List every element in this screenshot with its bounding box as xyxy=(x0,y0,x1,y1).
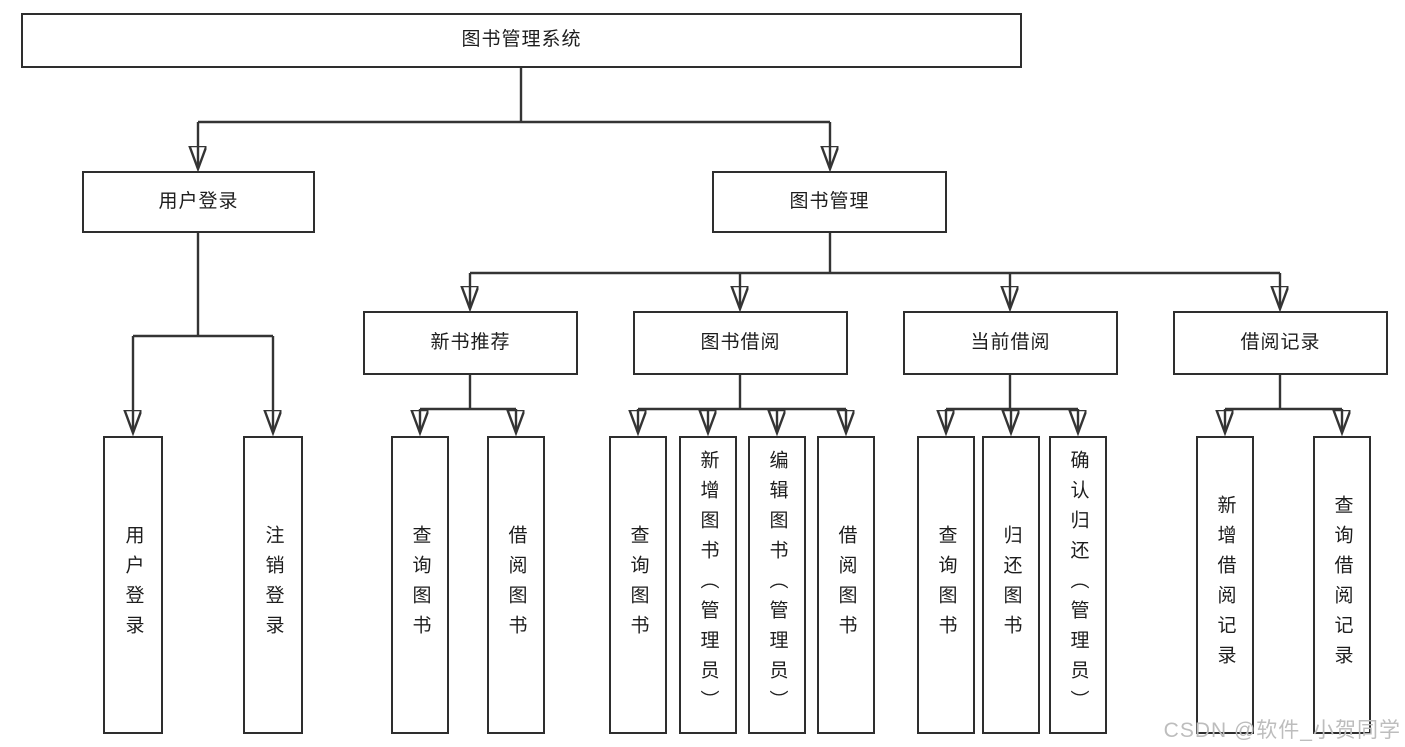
node-user-login: 用户登录 xyxy=(82,171,315,233)
leaf-logout-label: 注销登录 xyxy=(262,525,284,645)
leaf-br-query-record-label: 查询借阅记录 xyxy=(1331,495,1353,675)
leaf-cb-confirm-return-admin: 确认归还（管理员） xyxy=(1049,436,1107,734)
node-borrow-records-label: 借阅记录 xyxy=(1240,331,1321,353)
node-new-book-rec-label: 新书推荐 xyxy=(430,331,511,353)
leaf-bb-edit-books-admin: 编辑图书（管理员） xyxy=(748,436,806,734)
leaf-bb-add-books-admin-label: 新增图书（管理员） xyxy=(697,450,719,720)
leaf-cb-return-books-label: 归还图书 xyxy=(1000,525,1022,645)
leaf-nbr-borrow-books-label: 借阅图书 xyxy=(505,525,527,645)
connector-user-login-trunk xyxy=(133,233,273,338)
leaf-bb-edit-books-admin-label: 编辑图书（管理员） xyxy=(766,450,788,720)
leaf-user-login: 用户登录 xyxy=(103,436,163,734)
node-borrow-records: 借阅记录 xyxy=(1173,311,1388,375)
node-book-borrow: 图书借阅 xyxy=(633,311,848,375)
leaf-bb-add-books-admin: 新增图书（管理员） xyxy=(679,436,737,734)
connector-book-mgmt-trunk xyxy=(470,233,1280,275)
node-book-borrow-label: 图书借阅 xyxy=(700,331,781,353)
node-book-mgmt: 图书管理 xyxy=(712,171,947,233)
node-current-borrow-label: 当前借阅 xyxy=(970,331,1051,353)
leaf-user-login-label: 用户登录 xyxy=(122,525,144,645)
leaf-bb-query-books: 查询图书 xyxy=(609,436,667,734)
connector-new-book-rec-trunk xyxy=(420,375,516,411)
leaf-nbr-borrow-books: 借阅图书 xyxy=(487,436,545,734)
leaf-bb-borrow-books: 借阅图书 xyxy=(817,436,875,734)
leaf-nbr-query-books-label: 查询图书 xyxy=(409,525,431,645)
leaf-br-add-record-label: 新增借阅记录 xyxy=(1214,495,1236,675)
node-new-book-rec: 新书推荐 xyxy=(363,311,578,375)
leaf-nbr-query-books: 查询图书 xyxy=(391,436,449,734)
node-root: 图书管理系统 xyxy=(21,13,1022,68)
leaf-br-add-record: 新增借阅记录 xyxy=(1196,436,1254,734)
leaf-bb-query-books-label: 查询图书 xyxy=(627,525,649,645)
leaf-cb-query-books-label: 查询图书 xyxy=(935,525,957,645)
connector-book-borrow-trunk xyxy=(638,375,846,411)
leaf-cb-return-books: 归还图书 xyxy=(982,436,1040,734)
node-book-mgmt-label: 图书管理 xyxy=(789,190,870,212)
connector-borrow-records-trunk xyxy=(1225,375,1342,411)
leaf-bb-borrow-books-label: 借阅图书 xyxy=(835,525,857,645)
leaf-cb-query-books: 查询图书 xyxy=(917,436,975,734)
node-root-label: 图书管理系统 xyxy=(461,29,582,51)
leaf-cb-confirm-return-admin-label: 确认归还（管理员） xyxy=(1067,450,1089,720)
leaf-logout: 注销登录 xyxy=(243,436,303,734)
node-user-login-label: 用户登录 xyxy=(158,190,239,212)
csdn-watermark: CSDN @软件_小贺同学 xyxy=(1163,719,1401,742)
connector-root-trunk xyxy=(198,68,830,124)
node-current-borrow: 当前借阅 xyxy=(903,311,1118,375)
leaf-br-query-record: 查询借阅记录 xyxy=(1313,436,1371,734)
connector-current-borrow-trunk xyxy=(946,375,1078,411)
